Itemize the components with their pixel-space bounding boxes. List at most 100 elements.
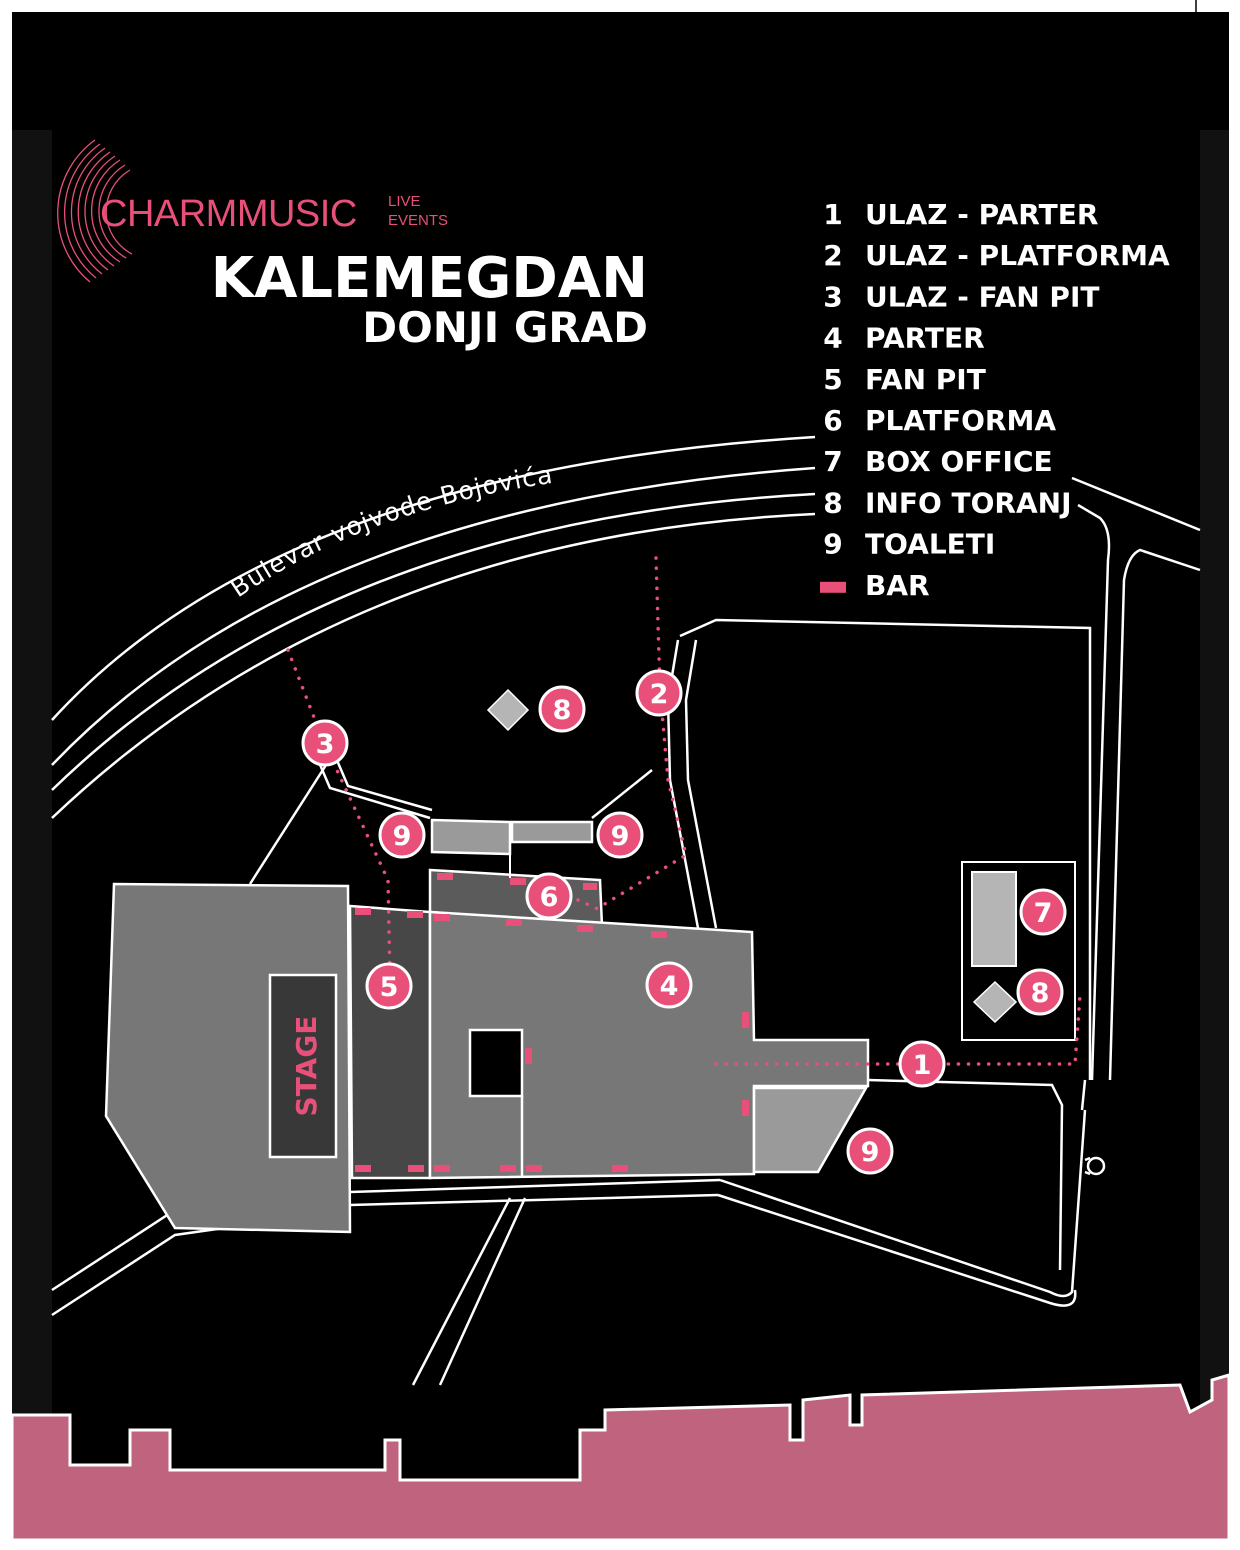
- path-entrance-2-c: [591, 769, 653, 819]
- brand-tag-live: LIVE: [388, 193, 421, 210]
- toilets-zone-south: [752, 1086, 869, 1174]
- page-title: KALEMEGDAN: [211, 246, 648, 311]
- bar-icon: [583, 883, 597, 890]
- legend-key: 6: [823, 404, 842, 437]
- marker-6-label: 6: [540, 882, 559, 913]
- legend-key: 5: [823, 363, 842, 396]
- path-entrance-3-a: [316, 759, 431, 820]
- marker-8-top-label: 8: [553, 695, 572, 726]
- brand-tag-events: EVENTS: [388, 212, 448, 229]
- road-east-1: [1071, 476, 1201, 532]
- road-south-5: [438, 1197, 527, 1386]
- boulevard-edge-4: [51, 512, 816, 819]
- legend-item: 1 ULAZ - PARTER: [823, 198, 1098, 231]
- marker-5-label: 5: [380, 972, 399, 1003]
- entrance-routes: [286, 556, 1082, 1066]
- marker-7[interactable]: 7: [1019, 888, 1067, 936]
- box-office-area: [961, 861, 1076, 1041]
- marker-9-west-label: 9: [393, 821, 412, 852]
- map-background: [12, 12, 1229, 1540]
- road-south-4: [411, 1197, 512, 1386]
- legend-label: PLATFORMA: [865, 404, 1056, 437]
- legend-label: PARTER: [865, 322, 985, 355]
- park-outline: [679, 618, 1092, 1080]
- boulevard-edge-2: [51, 466, 816, 766]
- marker-8-top[interactable]: 8: [538, 685, 586, 733]
- bar-icon: [355, 908, 371, 915]
- bar-icon: [526, 1165, 542, 1172]
- bar-icon: [434, 914, 450, 921]
- parter-zone: [428, 910, 870, 1180]
- bar-swatch-icon: [820, 581, 846, 593]
- stage-label: STAGE: [290, 1016, 323, 1117]
- parter-tower-block: [468, 1028, 524, 1098]
- legend-key: 7: [823, 445, 842, 478]
- legend-key: 1: [823, 198, 842, 231]
- legend-key: 8: [823, 486, 842, 519]
- marker-7-label: 7: [1034, 898, 1053, 929]
- legend-key: 9: [823, 528, 842, 561]
- legend-key: 2: [823, 239, 842, 272]
- legend-label: ULAZ - PARTER: [865, 198, 1098, 231]
- marker-3[interactable]: 3: [301, 719, 349, 767]
- route-platform-end: [576, 898, 602, 912]
- road-south-east-3: [867, 1078, 1064, 1271]
- toilets-zone-1: [430, 818, 512, 856]
- legend-key: 3: [823, 280, 842, 313]
- marker-9-west[interactable]: 9: [378, 811, 426, 859]
- path-entrance-3-b: [334, 757, 433, 812]
- bar-icon: [437, 873, 453, 880]
- marker-9-south[interactable]: 9: [846, 1127, 894, 1175]
- marker-8-box[interactable]: 8: [1016, 968, 1064, 1016]
- road-south-east-4: [1080, 1079, 1087, 1111]
- road-roundabout: [1086, 1156, 1106, 1176]
- bar-icon: [355, 1165, 371, 1172]
- bar-icon: [742, 1100, 749, 1116]
- legend-item: 2 ULAZ - PLATFORMA: [823, 239, 1170, 272]
- legend-item: 3 ULAZ - FAN PIT: [823, 280, 1099, 313]
- marker-6[interactable]: 6: [525, 872, 573, 920]
- bar-icon: [434, 1165, 450, 1172]
- boulevard-edge-3: [51, 492, 816, 791]
- page-subtitle: DONJI GRAD: [362, 303, 648, 352]
- path-entrance-2-b: [684, 639, 718, 929]
- legend-item: BAR: [820, 569, 930, 602]
- marker-5[interactable]: 5: [365, 962, 413, 1010]
- legend-label: BAR: [865, 569, 930, 602]
- road-south-east-1: [719, 1109, 1087, 1298]
- bar-icon: [612, 1165, 628, 1172]
- info-tower-icon: [972, 980, 1018, 1024]
- marker-2[interactable]: 2: [635, 669, 683, 717]
- toilets-zone-2: [510, 820, 594, 844]
- marker-1-label: 1: [913, 1050, 932, 1081]
- marker-2-label: 2: [650, 679, 669, 710]
- bar-icon: [500, 1165, 516, 1172]
- bar-icon: [510, 878, 526, 885]
- road-east-3: [1108, 548, 1201, 1081]
- route-parter: [714, 993, 1082, 1066]
- marker-9-east-label: 9: [611, 821, 630, 852]
- brand-name: CHARMMUSIC: [100, 193, 357, 235]
- bar-icon: [577, 925, 593, 932]
- bar-icon: [408, 1165, 424, 1172]
- legend-label: ULAZ - FAN PIT: [865, 280, 1099, 313]
- charmmusic-logo: [57, 139, 133, 283]
- marker-9-east[interactable]: 9: [596, 811, 644, 859]
- marker-4[interactable]: 4: [645, 961, 693, 1009]
- bar-icon: [651, 931, 667, 938]
- legend-label: ULAZ - PLATFORMA: [865, 239, 1170, 272]
- marker-9-south-label: 9: [861, 1137, 880, 1168]
- marker-1[interactable]: 1: [898, 1040, 946, 1088]
- road-east-2: [1077, 503, 1111, 1081]
- legend: 1 ULAZ - PARTER 2 ULAZ - PLATFORMA 3 ULAZ - F…: [820, 198, 1170, 602]
- info-tower-icon: [486, 688, 530, 732]
- route-fan-pit: [286, 648, 392, 982]
- road-south-east-2: [717, 1193, 1077, 1307]
- stage-block: [268, 973, 338, 1159]
- legend-label: FAN PIT: [865, 363, 986, 396]
- legend-label: TOALETI: [865, 528, 995, 561]
